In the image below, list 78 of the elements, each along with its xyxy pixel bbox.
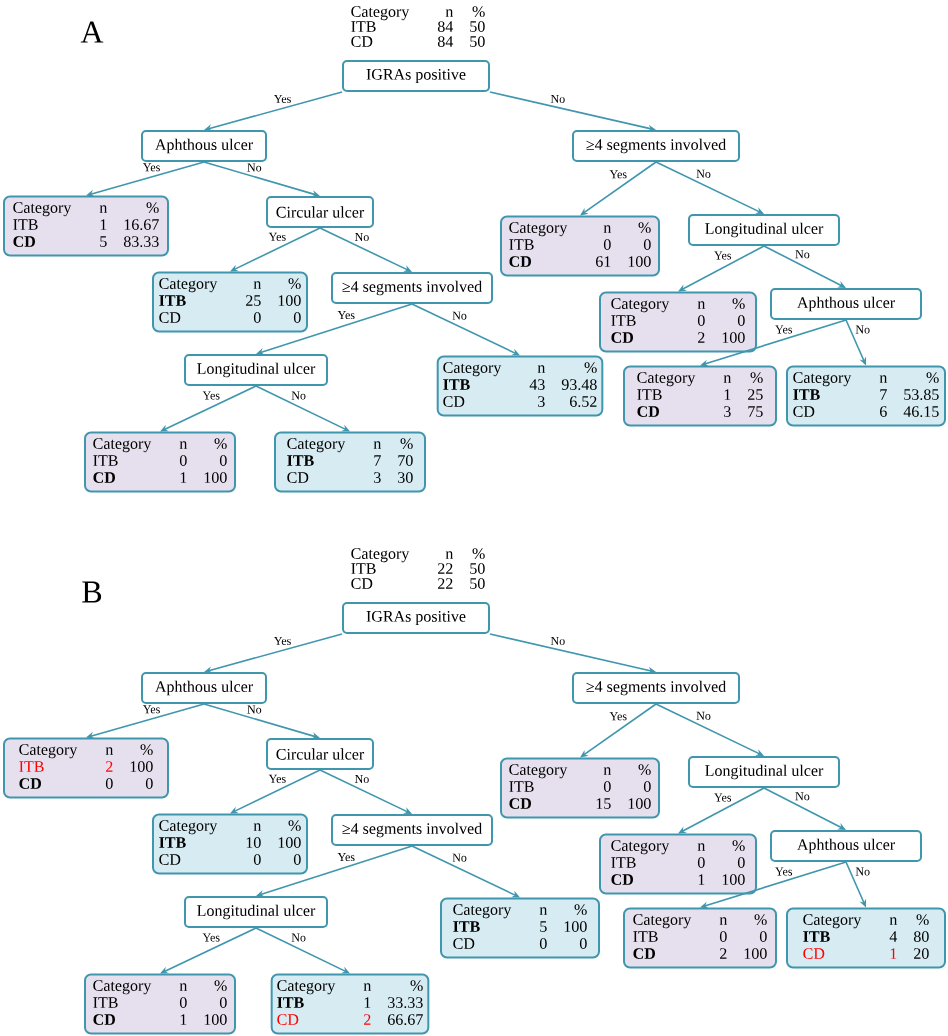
label: Category [351,6,410,21]
summary-table: Category n % ITB 22 50 CD 22 50 [351,548,485,589]
arrow [580,161,657,216]
label: n [445,551,454,559]
leaf-table-box: Category n % ITB 0 0 CD 2 100 [599,291,757,353]
leaf-table-box: Category n % ITB 10 100 CD 0 0 [152,813,308,875]
label: 50 [470,563,485,574]
decision-box: Longitudinal ulcer [688,756,840,788]
leaf-table-box: Category n % ITB 4 80 CD 1 20 [786,907,946,969]
arrow [160,927,257,974]
leaf-table-box: Category n % ITB 0 0 CD 1 100 [84,431,236,493]
arrow [700,861,847,909]
decision-box: Circular ulcer [266,196,374,228]
arrow [86,161,205,197]
decision-box: Longitudinal ulcer [688,214,840,246]
leaf-table-box: Category n % ITB 0 0 CD 1 100 [84,973,236,1035]
arrow [411,303,520,356]
decision-box: Longitudinal ulcer [184,896,328,928]
summary-table: Category n % ITB 84 50 CD 84 50 [351,6,485,47]
arrow [700,319,847,367]
label: Category [351,548,410,563]
leaf-table-box: Category n % ITB 0 0 CD 1 100 [599,833,757,895]
leaf-table-box: Category n % ITB 0 0 CD 61 100 [500,215,660,277]
leaf-table-box: Category n % ITB 5 100 CD 0 0 [440,897,600,959]
label: 50 [470,21,485,32]
label: n [445,9,454,17]
arrow [678,787,765,834]
label: 84 [437,21,454,32]
label: % [472,548,485,560]
arrow [319,227,412,272]
leaf-table-box: Category n % ITB 1 16.67 CD 5 83.33 [3,195,169,257]
arrow [763,787,846,830]
arrow [160,385,257,432]
arrow [319,769,412,814]
panel-letter: B [82,581,102,603]
arrow [230,227,321,272]
decision-box: ≥4 segments involved [331,272,493,304]
arrow [255,385,350,432]
arrow [411,845,520,898]
decision-box: ≥4 segments involved [572,130,740,162]
decision-box: Aphthous ulcer [770,830,922,862]
label: ITB [351,21,376,32]
label: ITB [351,563,376,574]
arrow [489,633,656,674]
arrow [678,245,765,292]
arrow [256,303,413,355]
decision-box: IGRAs positive [342,60,490,92]
decision-box: Circular ulcer [266,738,374,770]
arrow [256,845,413,897]
decision-box: ≥4 segments involved [331,814,493,846]
arrow [655,161,764,214]
leaf-table-box: Category n % ITB 25 100 CD 0 0 [152,271,308,333]
label: 22 [438,563,453,574]
label: % [472,6,485,18]
panel-letter: A [80,21,104,43]
arrow [763,245,846,288]
decision-box: Aphthous ulcer [141,130,267,162]
leaf-table-box: Category n % ITB 2 100 CD 0 0 [3,737,169,799]
arrow [255,927,350,974]
leaf-table-box: Category n % ITB 0 0 CD 2 100 [623,907,777,969]
arrow [580,703,657,758]
leaf-table-box: Category n % ITB 43 93.48 CD 3 6.52 [436,355,604,417]
arrow [204,633,343,674]
leaf-table-box: Category n % ITB 1 25 CD 3 75 [623,365,777,427]
arrow [489,91,656,132]
decision-box: ≥4 segments involved [572,672,740,704]
leaf-table-box: Category n % ITB 0 0 CD 15 100 [500,757,660,819]
arrow [86,703,205,739]
arrow [230,769,321,814]
leaf-table-box: Category n % ITB 1 33.33 CD 2 66.67 [270,973,430,1035]
leaf-table-box: Category n % ITB 7 70 CD 3 30 [274,431,426,493]
leaf-table-box: Category n % ITB 7 53.85 CD 6 46.15 [786,365,946,427]
decision-box: Longitudinal ulcer [184,354,328,386]
arrow [204,91,343,132]
arrow [655,703,764,756]
decision-box: IGRAs positive [342,602,490,634]
decision-box: Aphthous ulcer [770,288,922,320]
decision-box: Aphthous ulcer [141,672,267,704]
